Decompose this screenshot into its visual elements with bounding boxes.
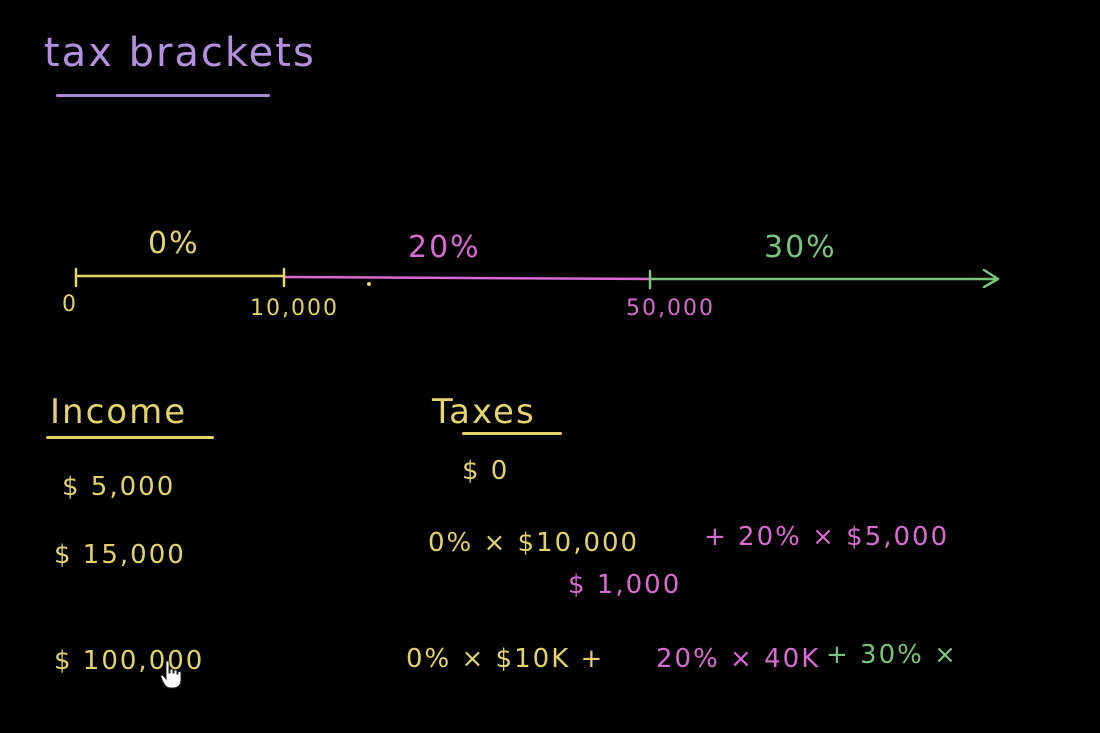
taxes-underline: [462, 432, 562, 435]
tax-row-1: $ 0: [462, 456, 510, 486]
tax-row-2-twenty-bracket: + 20% × $5,000: [704, 522, 950, 552]
tax-row-2-result: $ 1,000: [568, 570, 682, 600]
tick-label-50000: 50,000: [626, 296, 715, 321]
income-row-1: $ 5,000: [62, 472, 176, 502]
bracket-rate-20: 20%: [408, 230, 481, 265]
page-title: tax brackets: [44, 30, 316, 76]
tick-label-10000: 10,000: [250, 296, 339, 321]
bracket-rate-0: 0%: [148, 226, 200, 261]
tax-row-2-zero-bracket: 0% × $10,000: [428, 528, 640, 558]
bracket-rate-30: 30%: [764, 230, 837, 265]
income-header: Income: [50, 392, 188, 432]
segment-0-percent: [74, 267, 286, 288]
segment-30-percent: [648, 268, 1000, 290]
taxes-header: Taxes: [432, 392, 536, 432]
title-underline: [56, 94, 270, 97]
income-row-2: $ 15,000: [54, 540, 186, 570]
tick-label-0: 0: [62, 292, 78, 317]
arrow-right-icon: [982, 268, 1000, 289]
tax-row-3-zero-bracket: 0% × $10K +: [406, 644, 605, 674]
income-underline: [46, 436, 214, 439]
tax-row-3-thirty-bracket: + 30% ×: [826, 640, 958, 670]
segment-20-percent: [282, 267, 652, 288]
hand-pointer-icon: [160, 660, 182, 689]
income-row-3: $ 100,000: [54, 646, 205, 676]
tax-row-3-twenty-bracket: 20% × 40K: [656, 644, 821, 674]
